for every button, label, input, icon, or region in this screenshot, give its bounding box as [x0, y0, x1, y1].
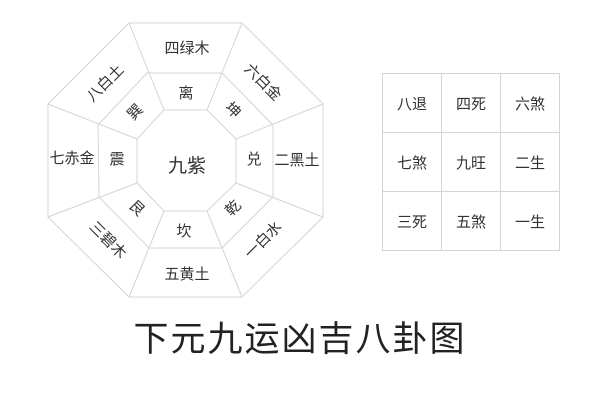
grid-cell: 五煞 [441, 191, 501, 251]
star-top-left: 八白土 [83, 61, 128, 106]
grid-cell: 四死 [441, 73, 501, 133]
grid-cell: 六煞 [500, 73, 560, 133]
grid-row: 八退 四死 六煞 [382, 73, 560, 133]
center-label: 九紫 [168, 155, 206, 177]
grid-row: 三死 五煞 一生 [382, 191, 560, 251]
trigram-top-left: 巽 [123, 100, 146, 123]
divider [206, 210, 243, 298]
grid-cell: 三死 [382, 191, 442, 251]
grid-cell: 二生 [500, 132, 560, 192]
divider [206, 22, 243, 111]
star-right: 二黑土 [274, 151, 319, 169]
divider [235, 103, 324, 140]
divider [235, 182, 324, 218]
star-left: 七赤金 [49, 149, 94, 167]
diagram-title: 下元九运凶吉八卦图 [133, 320, 467, 360]
grid-row: 七煞 九旺 二生 [382, 132, 560, 192]
star-bottom-right: 一白水 [241, 218, 286, 263]
trigram-bottom-left: 艮 [125, 196, 148, 219]
trigram-left: 震 [109, 150, 124, 168]
trigram-bottom: 坎 [176, 222, 191, 240]
trigram-top: 离 [178, 84, 193, 102]
grid-cell: 一生 [500, 191, 560, 251]
luck-grid: 八退 四死 六煞 七煞 九旺 二生 三死 五煞 一生 [382, 73, 560, 251]
trigram-top-right: 坤 [221, 98, 244, 121]
star-top: 四绿木 [164, 39, 209, 57]
trigram-bottom-right: 乾 [221, 196, 244, 219]
grid-cell: 八退 [382, 73, 442, 133]
star-top-right: 六白金 [241, 60, 286, 105]
grid-cell: 七煞 [382, 132, 442, 192]
star-bottom: 五黄土 [164, 265, 209, 283]
divider [47, 182, 138, 218]
divider [47, 103, 138, 140]
divider [128, 22, 165, 111]
trigram-right: 兑 [246, 150, 261, 168]
divider [128, 210, 165, 298]
star-bottom-left: 三碧木 [86, 218, 131, 263]
grid-cell: 九旺 [441, 132, 501, 192]
